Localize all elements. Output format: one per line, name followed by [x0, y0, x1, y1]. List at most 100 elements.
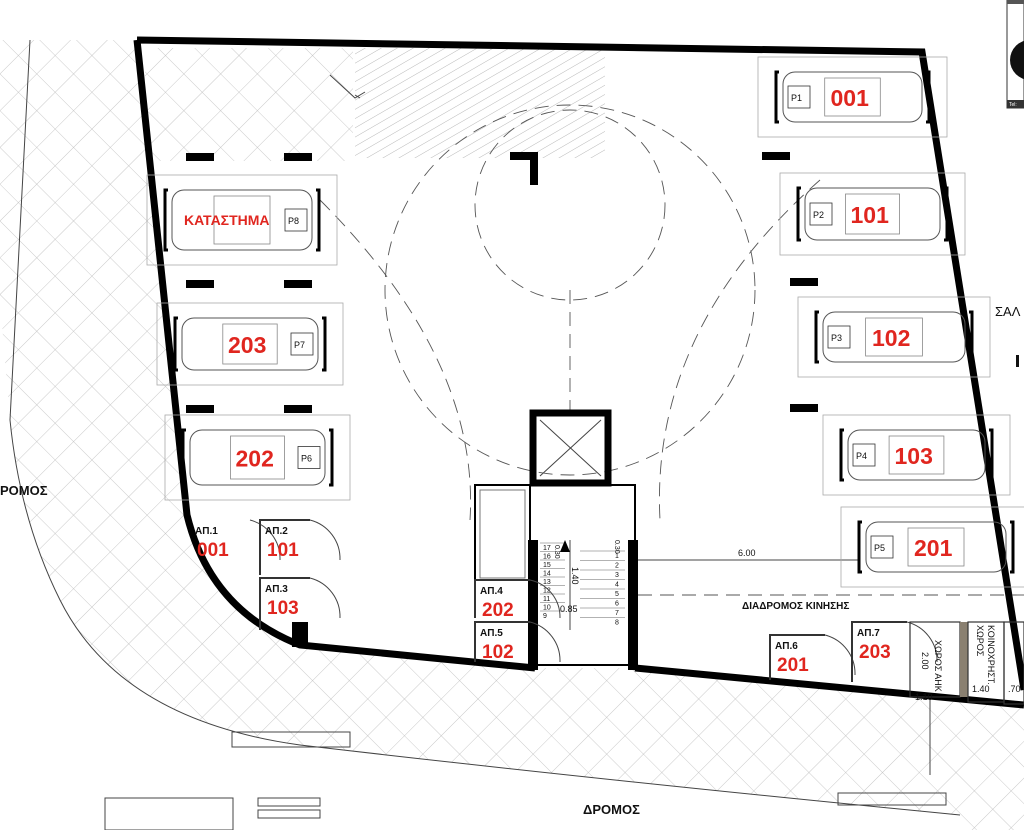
company-logo: Tel:	[1006, 0, 1024, 109]
storage-code: ΑΠ.3	[265, 584, 288, 595]
ramp	[355, 48, 605, 158]
storage-unit: 103	[267, 598, 299, 619]
dim-stair-width: 1.40	[570, 567, 580, 585]
stair-step-number: 13	[543, 579, 551, 586]
stair-step-number: 17	[543, 545, 551, 552]
road-marking	[231, 731, 351, 748]
parking-space-p4: P4 103	[822, 414, 1011, 496]
svg-text:Tel:: Tel:	[1009, 102, 1017, 108]
road-marking	[837, 792, 947, 806]
parking-code: P5	[874, 543, 885, 553]
parking-unit: 203	[228, 332, 266, 358]
columns	[186, 152, 818, 647]
right-cut-label: ΣΑΛ	[995, 304, 1021, 319]
parking-unit: 102	[872, 325, 910, 351]
storage-unit: 001	[197, 540, 229, 561]
stair-step-number: 7	[615, 610, 619, 617]
parking-unit: 103	[895, 443, 933, 469]
stair-step-number: 12	[543, 588, 551, 595]
sidewalk-left	[0, 40, 1024, 830]
car-icon	[847, 429, 986, 481]
road-marking	[257, 797, 321, 807]
parking-code: P8	[288, 216, 299, 226]
parking-unit: 101	[851, 202, 890, 228]
storage-unit: 101	[267, 540, 299, 561]
stair-step-number: 16	[543, 554, 551, 561]
parking-code: P6	[301, 454, 312, 464]
parking-space-p3: P3 102	[797, 296, 991, 378]
parking-unit: 202	[236, 446, 274, 472]
building-outline	[133, 36, 1024, 709]
car-icon	[822, 311, 966, 363]
storage-unit: 202	[482, 600, 514, 621]
car-icon	[865, 521, 1007, 573]
stair-step-number: 11	[543, 596, 550, 603]
parking-code: P4	[856, 451, 867, 461]
parking-code: P3	[831, 333, 842, 343]
car-icon	[782, 71, 923, 123]
parking-space-p5: P5 201	[840, 506, 1024, 588]
dimension-corridor-width: 6.00	[738, 548, 756, 558]
parking-space-p1: P1 001	[757, 56, 948, 138]
utility-rooms: ΧΩΡΟΣ ΑΗΚ ΚΟΙΝΟΧΡΗΣΤ. ΧΩΡΟΣ 2.00 1.10 1.…	[909, 621, 1024, 775]
storage-room-7: ΑΠ.7 203	[851, 621, 938, 682]
stair-step-number: 4	[615, 582, 619, 589]
corridor-label: ΔΙΑΔΡΟΜΟΣ ΚΙΝΗΣΗΣ	[742, 601, 849, 612]
storage-room-4: ΑΠ.4 202	[474, 579, 561, 621]
storage-code: ΑΠ.4	[480, 586, 503, 597]
stair-step-number: 15	[543, 562, 551, 569]
parking-unit: 001	[831, 85, 870, 111]
dim-stair-landing: 0.85	[560, 604, 578, 614]
parking-space-p6: P6 202	[164, 414, 351, 501]
aik-room-label: ΧΩΡΟΣ ΑΗΚ	[933, 640, 943, 692]
stair-step-number: 2	[615, 563, 619, 570]
dim-stair-top-right: 0.30	[613, 540, 620, 554]
parking-code: P2	[813, 210, 824, 220]
stair-step-number: 10	[543, 605, 551, 612]
car-icon	[189, 429, 326, 486]
parking-code: P7	[294, 340, 305, 350]
dim-aik-width: 1.10	[915, 692, 933, 702]
car-icon	[171, 189, 313, 251]
dim-stair-top-left: 0.30	[553, 545, 560, 559]
stair-step-number: 3	[615, 572, 619, 579]
turning-arcs	[319, 104, 821, 521]
common-room-label-1: ΚΟΙΝΟΧΡΗΣΤ.	[986, 625, 996, 685]
storage-code: ΑΠ.5	[480, 628, 503, 639]
stair-step-number: 9	[543, 613, 547, 620]
road-marking	[257, 809, 321, 819]
car-icon	[181, 317, 319, 371]
stair-arrow-icon	[560, 540, 570, 552]
ramp-arrow-icon	[329, 74, 366, 99]
common-room-label-2: ΧΩΡΟΣ	[975, 625, 985, 657]
parking-code: P1	[791, 93, 802, 103]
dim-right-width: .70	[1008, 684, 1021, 694]
storage-room-1: ΑΠ.1 001	[195, 519, 281, 561]
parking-unit: ΚΑΤΑΣΤΗΜΑ	[184, 212, 270, 228]
dim-common-width: 1.40	[972, 684, 990, 694]
stair-step-number: 5	[615, 591, 619, 598]
car-icon	[804, 187, 941, 241]
storage-room-6: ΑΠ.6 201	[769, 634, 856, 680]
storage-unit: 201	[777, 655, 809, 676]
storage-room-3: ΑΠ.3 103	[259, 577, 341, 630]
parking-unit: 201	[914, 535, 953, 561]
storage-unit: 203	[859, 642, 891, 663]
dim-aik-depth: 2.00	[920, 652, 930, 670]
storage-unit: 102	[482, 642, 514, 663]
storage-code: ΑΠ.1	[195, 526, 218, 537]
storage-code: ΑΠ.7	[857, 628, 880, 639]
parking-space-p8: P8 ΚΑΤΑΣΤΗΜΑ	[146, 174, 338, 266]
road-label-bottom: ΔΡΟΜΟΣ	[583, 802, 640, 817]
road-label-left: ΡΟΜΟΣ	[0, 483, 48, 498]
stair-step-number: 8	[615, 620, 619, 627]
road-box	[104, 797, 234, 830]
stair-step-number: 14	[543, 571, 551, 578]
ramp-area	[145, 48, 353, 161]
parking-space-p2: P2 101	[779, 172, 966, 256]
stair-step-number: 1	[615, 553, 619, 560]
storage-code: ΑΠ.6	[775, 641, 798, 652]
